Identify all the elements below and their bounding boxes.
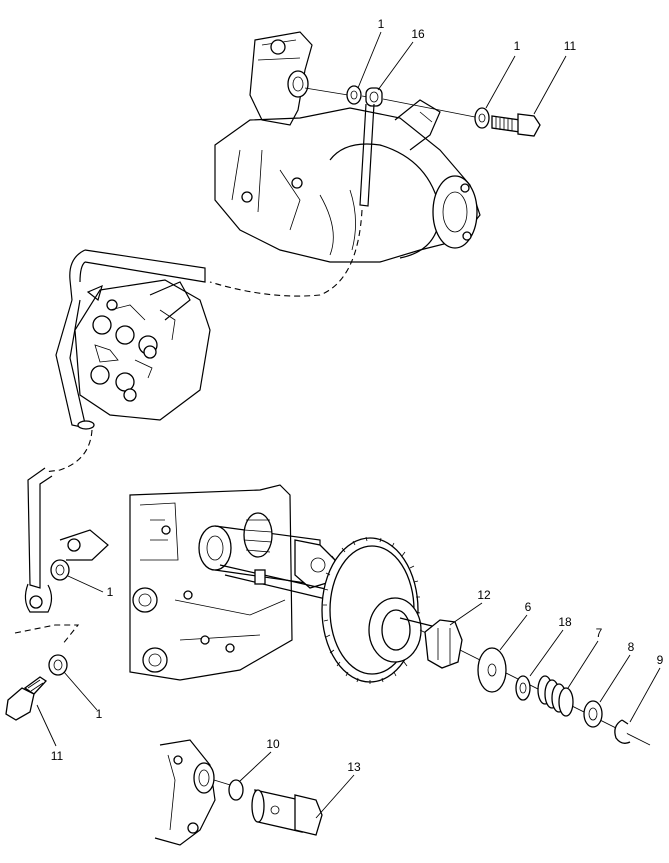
callout-labels: 1 16 1 11 1 1 11 12 6 18 7 8 9 10 13 <box>51 17 664 774</box>
engine-housing-top <box>214 31 481 263</box>
callout-1-top-left: 1 <box>378 17 385 31</box>
callout-1-top-right: 1 <box>514 39 521 53</box>
callout-8: 8 <box>628 640 635 654</box>
banjo-fitting-16 <box>365 87 383 107</box>
washer-1-top-right <box>474 107 490 129</box>
gear-shaft <box>198 512 336 601</box>
washer-1-top-left <box>346 85 362 105</box>
washer-1-low <box>48 654 68 676</box>
pump-rotor-12 <box>424 619 463 669</box>
idler-gear <box>321 536 441 684</box>
left-banjo-assembly <box>5 529 109 721</box>
top-bolt-assembly <box>304 85 541 207</box>
callout-18: 18 <box>558 615 572 629</box>
washer-1-mid <box>50 559 70 581</box>
spring-7 <box>537 675 574 717</box>
lower-valve-body <box>154 739 323 846</box>
callout-7: 7 <box>596 626 603 640</box>
snap-ring-9 <box>614 719 631 744</box>
leader-lines <box>36 31 661 819</box>
injection-pump <box>74 279 211 421</box>
callout-6: 6 <box>525 600 532 614</box>
callout-10: 10 <box>266 737 280 751</box>
callout-1-low: 1 <box>96 707 103 721</box>
ring-18 <box>515 675 531 701</box>
callout-11-top: 11 <box>564 39 577 53</box>
o-ring-10 <box>228 779 244 801</box>
callout-16: 16 <box>411 27 425 41</box>
callout-1-mid: 1 <box>107 585 114 599</box>
callout-9: 9 <box>657 653 664 667</box>
oil-line <box>24 209 363 613</box>
plate-6 <box>477 647 507 693</box>
callout-12: 12 <box>477 588 491 602</box>
callout-11-low: 11 <box>51 749 64 763</box>
relief-valve-parts <box>419 619 651 746</box>
callout-13: 13 <box>347 760 361 774</box>
engine-block-front <box>129 484 293 681</box>
cup-8 <box>583 700 603 728</box>
